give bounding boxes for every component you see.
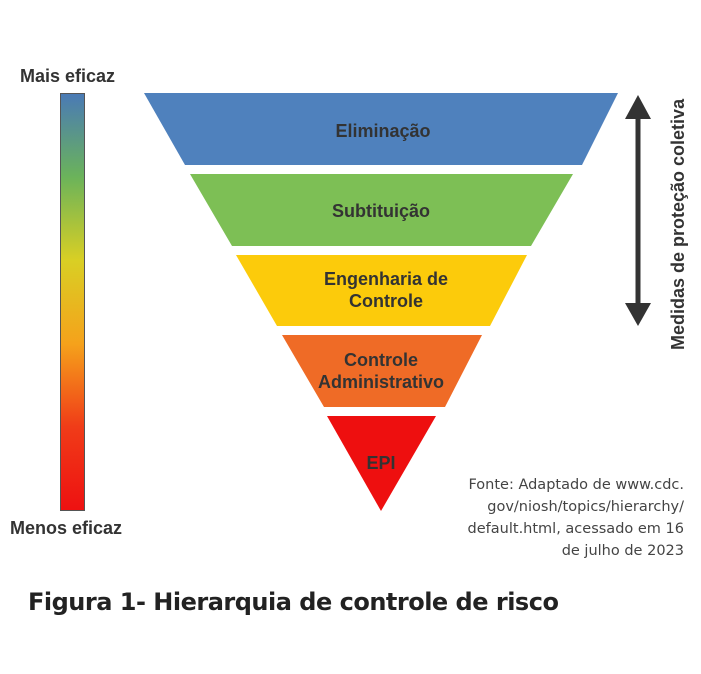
least-effective-label: Menos eficaz (10, 518, 123, 538)
level-label-line: EPI (366, 453, 395, 473)
level-label-line: Controle (349, 291, 423, 311)
level-elimination-label: Eliminação (335, 121, 430, 141)
level-substitution-label: Subtituição (332, 201, 430, 221)
figure-caption: Figura 1- Hierarquia de controle de risc… (28, 588, 559, 616)
level-label-line: Subtituição (332, 201, 430, 221)
level-ppe-label: EPI (366, 453, 395, 473)
most-effective-label: Mais eficaz (20, 66, 116, 86)
level-administrative-controls (282, 335, 482, 407)
level-ppe (327, 416, 436, 511)
arrow-down-icon (625, 303, 651, 326)
level-label-line: Engenharia de (324, 269, 448, 289)
level-substitution (190, 174, 573, 246)
level-label-line: Administrativo (318, 372, 444, 392)
double-headed-arrow (625, 95, 651, 326)
level-elimination (144, 93, 618, 165)
level-engineering-controls (236, 255, 527, 326)
source-note-line: Fonte: Adaptado de www.cdc. (468, 477, 684, 493)
arrow-up-icon (625, 95, 651, 119)
source-note: Fonte: Adaptado de www.cdc. gov/niosh/to… (414, 474, 684, 562)
source-note-line: default.html, acessado em 16 (467, 521, 684, 537)
source-note-line: de julho de 2023 (561, 543, 684, 559)
effectiveness-gradient-bar (60, 93, 85, 511)
source-note-line: gov/niosh/topics/hierarchy/ (487, 499, 684, 515)
collective-protection-label: Medidas de proteção coletiva (668, 98, 688, 350)
level-label-line: Controle (344, 350, 418, 370)
level-label-line: Eliminação (335, 121, 430, 141)
